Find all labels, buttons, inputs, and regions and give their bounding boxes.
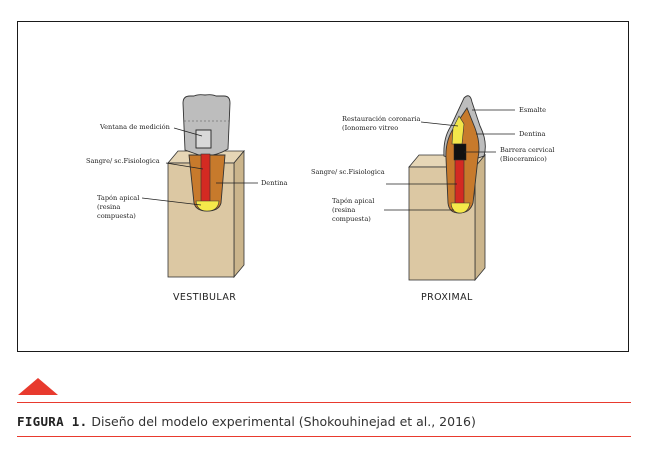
caption-bottom-rule <box>17 436 631 437</box>
vestibular-tapon-label-line2: (resina <box>97 203 120 211</box>
caption-top-rule <box>17 402 631 403</box>
proximal-sangre-label: Sangre/ sc.Fisiologica <box>311 168 385 176</box>
proximal-apical-plug <box>450 202 471 214</box>
vestibular-tapon-leader <box>141 197 202 206</box>
proximal-esmalte-label: Esmalte <box>519 106 546 114</box>
vestibular-ventana-label: Ventana de medición <box>99 123 171 131</box>
vestibular-sangre-label: Sangre/ sc.Fisiologica <box>86 157 160 165</box>
proximal-tapon-label-line2: (resina <box>332 206 355 214</box>
experimental-model-diagram: Ventana de medición Sangre/ sc.Fisiologi… <box>86 94 554 303</box>
red-triangle-marker <box>18 378 58 395</box>
vestibular-sangre-leader <box>165 162 204 170</box>
proximal-title: PROXIMAL <box>421 292 473 303</box>
vestibular-tapon-label-line3: compuesta) <box>97 212 136 220</box>
vestibular-root-canal <box>200 153 211 205</box>
figure-caption-text: Diseño del modelo experimental (Shokouhi… <box>87 414 476 429</box>
figure-number: FIGURA 1. <box>17 414 88 429</box>
proximal-barrera-label-line2: (Bioceramico) <box>500 155 547 163</box>
proximal-restauracion-label-line1: Restauración coronaria <box>342 115 420 123</box>
vestibular-dentina-label: Dentina <box>261 179 287 187</box>
restauracion-leader <box>420 121 459 127</box>
vestibular-apical-plug <box>195 200 220 212</box>
ventana-leader <box>173 127 203 137</box>
proximal-root-canal <box>454 159 465 207</box>
figure-frame: Ventana de medición Sangre/ sc.Fisiologi… <box>17 21 629 352</box>
proximal-tapon-label-line3: compuesta) <box>332 215 371 223</box>
vestibular-title: VESTIBULAR <box>173 292 236 303</box>
proximal-dentina-label: Dentina <box>519 130 545 138</box>
vestibular-tapon-label-line1: Tapón apical <box>97 194 139 202</box>
proximal-barrera-label-line1: Barrera cervical <box>500 146 554 154</box>
vestibular-crown <box>182 94 231 157</box>
vestibular-block-side <box>233 149 245 279</box>
proximal-tapon-label-line1: Tapón apical <box>332 197 374 205</box>
vestibular-view: Ventana de medición Sangre/ sc.Fisiologi… <box>86 94 287 303</box>
proximal-view: Esmalte Restauración coronaria (Ionomero… <box>311 95 554 303</box>
measurement-window <box>195 129 212 149</box>
proximal-restauracion-label-line2: (Ionomero vitreo <box>342 124 398 132</box>
figure-caption: FIGURA 1. Diseño del modelo experimental… <box>17 414 476 429</box>
